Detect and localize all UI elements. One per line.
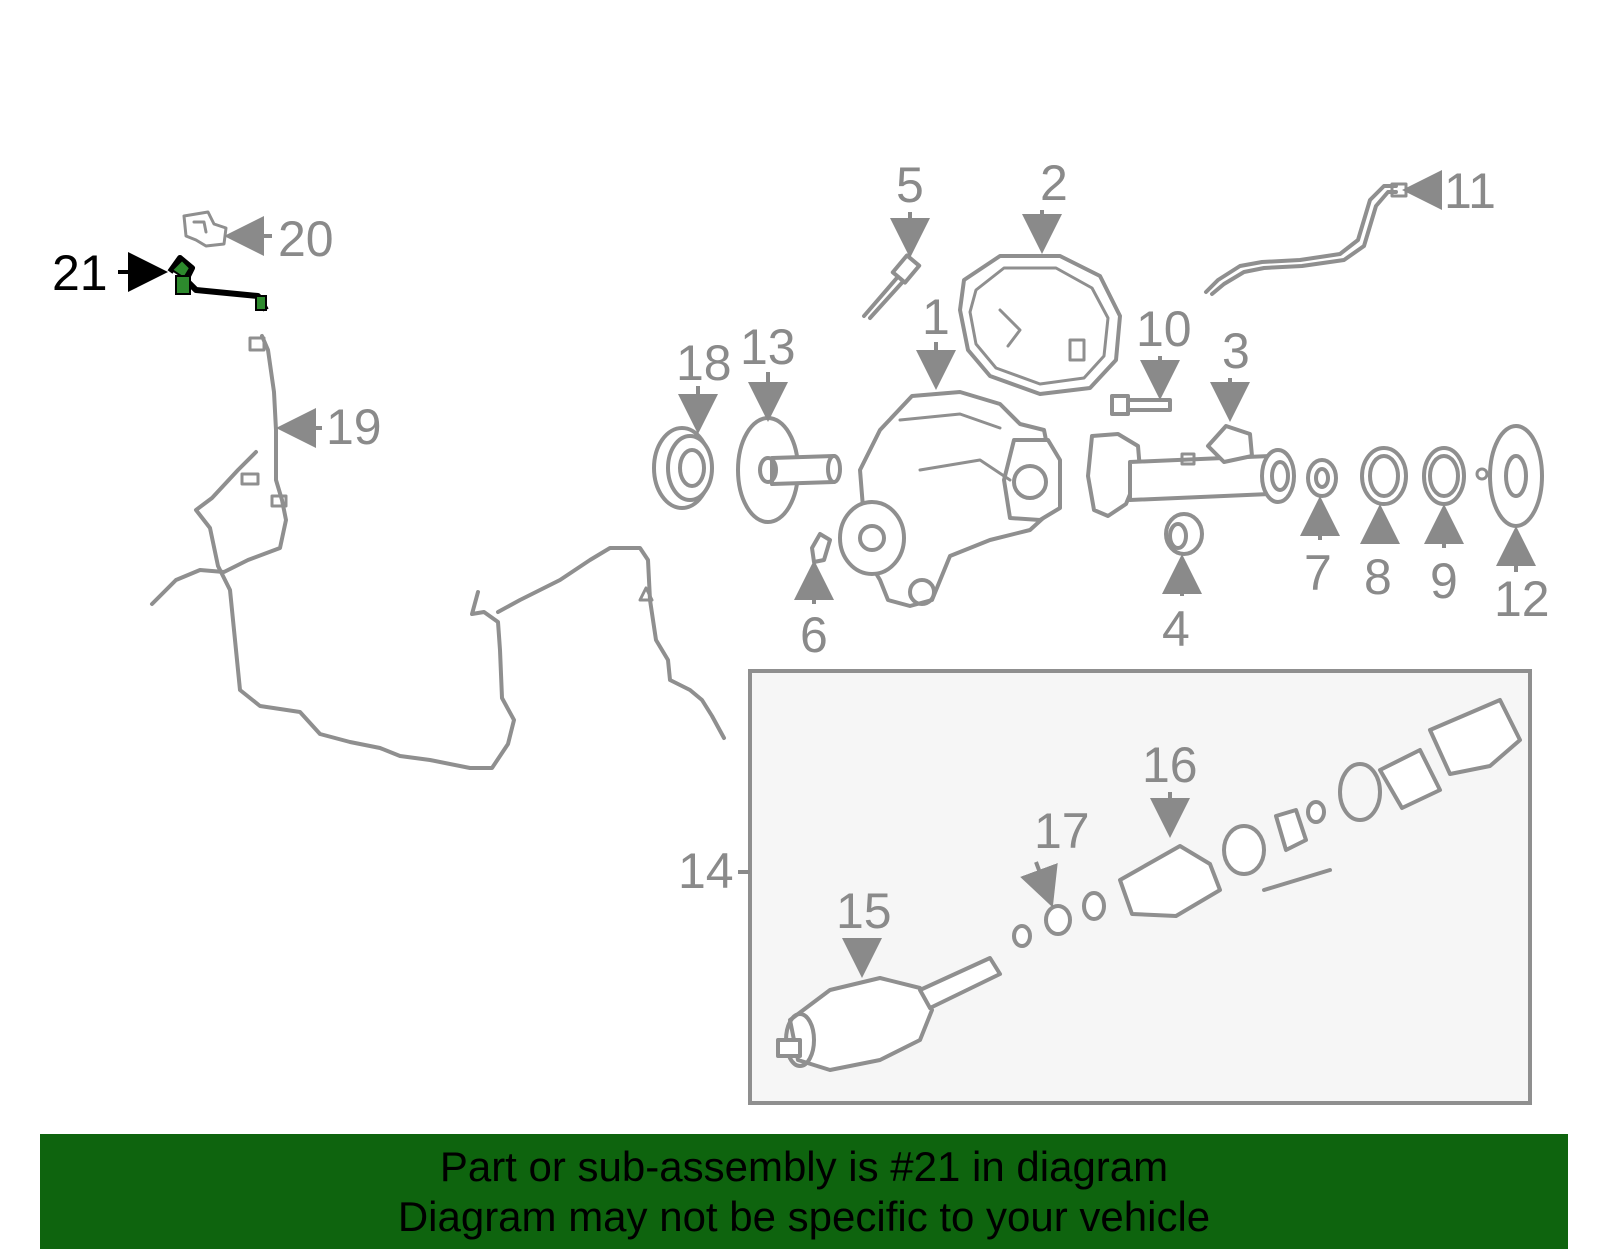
callout-10: 10 <box>1136 301 1192 400</box>
callout-9: 9 <box>1424 504 1464 609</box>
callout-21: 21 <box>52 245 168 301</box>
svg-text:10: 10 <box>1136 301 1192 357</box>
part-12-flange <box>1475 424 1544 528</box>
part-6-clip <box>810 532 832 564</box>
part-20-bracket <box>182 210 228 248</box>
banner-line-2: Diagram may not be specific to your vehi… <box>397 1193 1211 1240</box>
svg-text:16: 16 <box>1142 737 1198 793</box>
svg-text:20: 20 <box>278 211 334 267</box>
svg-text:1: 1 <box>922 289 950 345</box>
svg-text:12: 12 <box>1494 571 1550 627</box>
callout-11: 11 <box>1402 163 1496 219</box>
part-5-bolt <box>862 253 922 320</box>
callout-7: 7 <box>1300 496 1340 601</box>
svg-text:11: 11 <box>1444 163 1496 219</box>
part-19-harness <box>150 334 726 770</box>
callout-6: 6 <box>794 560 834 663</box>
callout-1: 1 <box>916 289 956 390</box>
svg-text:4: 4 <box>1162 601 1190 657</box>
svg-text:7: 7 <box>1304 545 1332 601</box>
part-8-bearing <box>1360 446 1408 506</box>
part-17-clamp <box>1012 891 1106 948</box>
svg-text:15: 15 <box>836 883 892 939</box>
callout-2: 2 <box>1022 155 1068 254</box>
callout-17: 17 <box>1020 803 1090 908</box>
svg-text:5: 5 <box>896 157 924 213</box>
part-2-cover <box>958 254 1122 396</box>
banner-line-1: Part or sub-assembly is #21 in diagram <box>439 1143 1169 1190</box>
part-15-cv-joint <box>776 956 1002 1072</box>
callout-3: 3 <box>1210 323 1250 422</box>
part-9-seal <box>1422 446 1466 506</box>
svg-text:13: 13 <box>740 319 796 375</box>
part-7-washer <box>1306 458 1338 498</box>
callout-5: 5 <box>890 157 930 258</box>
callout-14: 14 <box>678 843 750 899</box>
svg-text:19: 19 <box>326 399 382 455</box>
part-18-seal <box>652 426 714 510</box>
part-11-vent <box>1204 182 1408 296</box>
svg-text:9: 9 <box>1430 553 1458 609</box>
svg-text:17: 17 <box>1034 803 1090 859</box>
info-banner: Part or sub-assembly is #21 in diagram D… <box>40 1134 1568 1249</box>
callout-20: 20 <box>224 211 334 267</box>
callout-13: 13 <box>740 319 796 422</box>
callout-8: 8 <box>1360 504 1400 605</box>
callout-15: 15 <box>836 883 892 978</box>
part-1-housing <box>838 390 1062 608</box>
svg-text:6: 6 <box>800 607 828 663</box>
part-3-axle-tube <box>1086 424 1296 518</box>
svg-text:2: 2 <box>1040 155 1068 211</box>
callout-16: 16 <box>1142 737 1198 838</box>
part-13-pinion <box>736 416 842 524</box>
callout-18: 18 <box>676 335 732 434</box>
svg-text:21: 21 <box>52 245 108 301</box>
callout-19: 19 <box>276 399 382 455</box>
part-16-boot <box>1118 698 1522 918</box>
svg-text:8: 8 <box>1364 549 1392 605</box>
callout-12: 12 <box>1494 526 1550 627</box>
part-21-sensor[interactable] <box>167 255 269 312</box>
svg-text:18: 18 <box>676 335 732 391</box>
svg-text:14: 14 <box>678 843 734 899</box>
callout-4: 4 <box>1162 554 1202 657</box>
part-4-bushing <box>1164 512 1204 556</box>
part-10-bolt <box>1110 394 1172 416</box>
svg-text:3: 3 <box>1222 323 1250 379</box>
